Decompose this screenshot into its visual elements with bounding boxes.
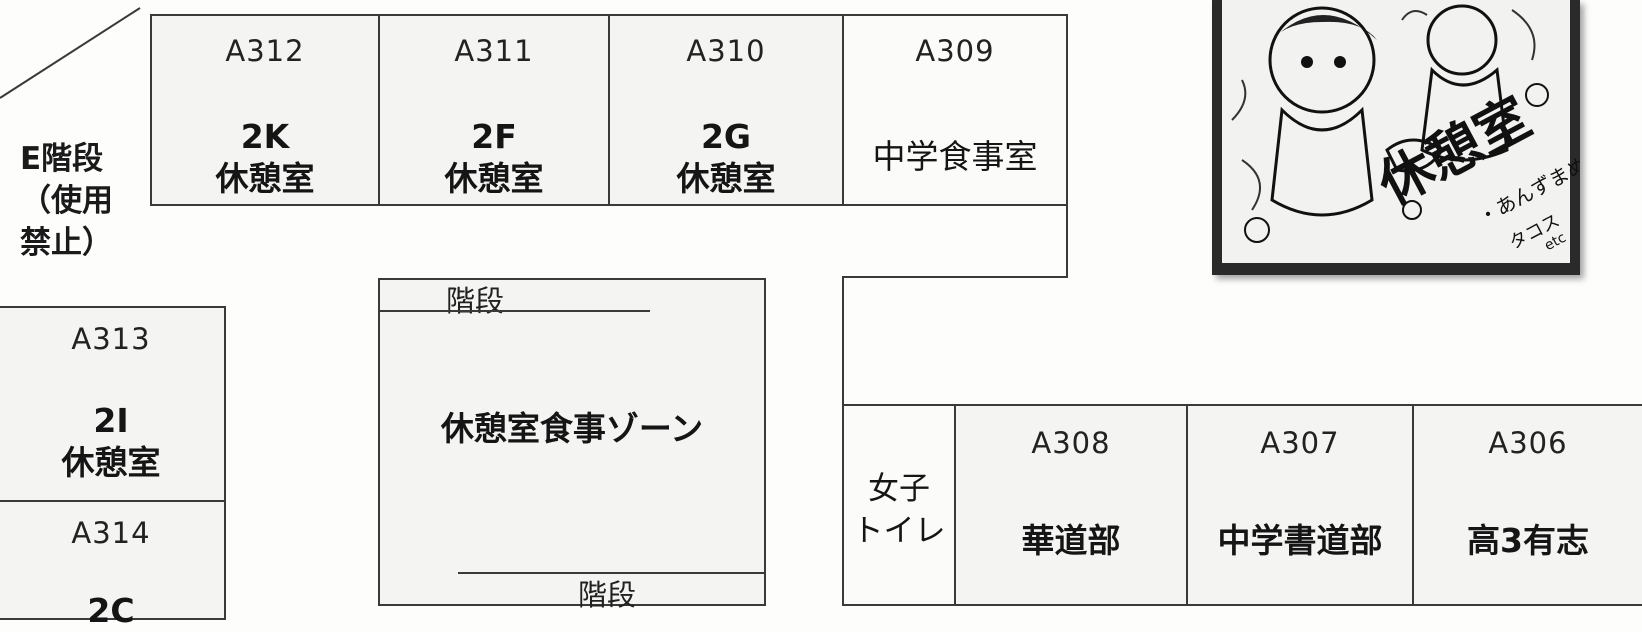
room-number: A307	[1260, 426, 1340, 460]
room-a312: A312 2K 休憩室	[150, 14, 380, 206]
room-number: A306	[1488, 426, 1568, 460]
room-label-line1: 2F	[471, 117, 517, 156]
room-label-line2: 休憩室	[61, 443, 161, 482]
room-a310: A310 2G 休憩室	[608, 14, 844, 206]
room-a308: A308 華道部	[954, 404, 1188, 606]
restroom-women: 女子 トイレ	[842, 404, 956, 606]
stairs-bottom-label: 階段	[578, 578, 637, 612]
room-number: A310	[686, 34, 766, 68]
room-number: A308	[1031, 426, 1111, 460]
diagonal-wall	[0, 7, 141, 99]
room-a314: A314 2C	[0, 500, 226, 630]
rest-room-illustration: 休憩室 ・あんずまめ タコス etc	[1212, 0, 1580, 275]
corridor-wall-vertical	[842, 276, 844, 406]
room-label-line2: 休憩室	[676, 159, 776, 198]
stairs-top-label: 階段	[446, 284, 505, 318]
corridor-wall-horizontal	[842, 276, 1068, 278]
room-label-line1: 2I	[93, 401, 129, 440]
room-label: 華道部	[1021, 521, 1121, 560]
room-number: A313	[71, 322, 151, 356]
room-a311: A311 2F 休憩室	[378, 14, 610, 206]
room-a313: A313 2I 休憩室	[0, 306, 226, 502]
room-label-line1: 2G	[700, 117, 752, 156]
room-number: A314	[71, 516, 151, 550]
e-stairs-label: E階段 （使用 禁止）	[20, 138, 140, 264]
room-label-line1: 2C	[87, 591, 135, 630]
dining-zone: 階段 休憩室食事ゾーン 階段	[378, 278, 766, 612]
stairs-bottom-line	[458, 572, 766, 574]
room-a309: A309 中学食事室	[842, 14, 1068, 206]
room-label: 高3有志	[1467, 521, 1589, 560]
room-label: 中学食事室	[872, 137, 1038, 176]
e-stairs-line3: 禁止）	[20, 225, 113, 261]
room-number: A312	[225, 34, 305, 68]
room-a306: A306 高3有志	[1412, 404, 1642, 606]
e-stairs-line2: （使用	[20, 183, 113, 219]
dining-zone-label: 休憩室食事ゾーン	[440, 409, 704, 448]
room-number: A311	[454, 34, 534, 68]
illustration-art	[1222, 0, 1570, 263]
room-label-line2: 休憩室	[215, 159, 315, 198]
corridor-wall-right	[1066, 206, 1068, 278]
room-label-line1: 2K	[240, 117, 290, 156]
e-stairs-line1: E階段	[20, 141, 104, 177]
room-label-line2: 休憩室	[444, 159, 544, 198]
room-number: A309	[915, 34, 995, 68]
stairs-top-line	[380, 310, 650, 312]
room-label: 中学書道部	[1217, 521, 1383, 560]
room-a307: A307 中学書道部	[1186, 404, 1414, 606]
restroom-label-line2: トイレ	[852, 513, 946, 549]
restroom-label-line1: 女子	[868, 471, 930, 507]
